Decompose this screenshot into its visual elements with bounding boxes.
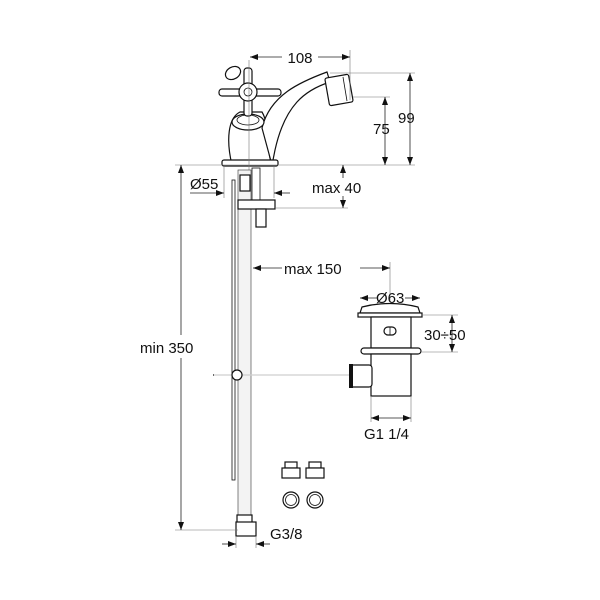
label-diameter-63: Ø63 (376, 290, 404, 307)
dimension-99: 99 (398, 73, 415, 165)
fixing-plate (237, 199, 276, 210)
hose-connector (239, 174, 251, 192)
dimension-108: 108 (250, 50, 351, 100)
cross-handle (218, 65, 282, 117)
lever-icon (224, 65, 242, 81)
spout-nozzle (324, 73, 354, 107)
label-min-350: min 350 (140, 340, 193, 357)
spare-fittings (281, 461, 325, 509)
dimension-diameter-55: Ø55 (190, 166, 290, 198)
dimension-max-40: max 40 (275, 165, 361, 209)
dimension-30-50: 30÷50 (422, 314, 466, 353)
mixer-body (221, 71, 354, 167)
label-99: 99 (398, 110, 415, 127)
dimension-min-350: min 350 (140, 164, 238, 531)
label-diameter-55: Ø55 (190, 176, 218, 193)
label-g3-8: G3/8 (270, 526, 303, 543)
flexible-hose (237, 169, 252, 523)
pop-up-waste (349, 302, 423, 397)
label-30-50: 30÷50 (424, 327, 466, 344)
dimension-g1-1-4: G1 1/4 (364, 396, 412, 443)
dimension-g3-8: G3/8 (222, 526, 303, 548)
dimension-max-150: max 150 (253, 261, 391, 302)
label-max-40: max 40 (312, 180, 361, 197)
label-max-150: max 150 (284, 261, 342, 278)
fixing-nut (255, 208, 267, 228)
label-75: 75 (373, 121, 390, 138)
dimension-diameter-63: Ø63 (360, 290, 420, 307)
rod-ball (231, 369, 243, 381)
label-g1-1-4: G1 1/4 (364, 426, 409, 443)
label-108: 108 (287, 50, 312, 67)
hose-nut (235, 521, 257, 537)
dimension-75: 75 (373, 97, 390, 165)
